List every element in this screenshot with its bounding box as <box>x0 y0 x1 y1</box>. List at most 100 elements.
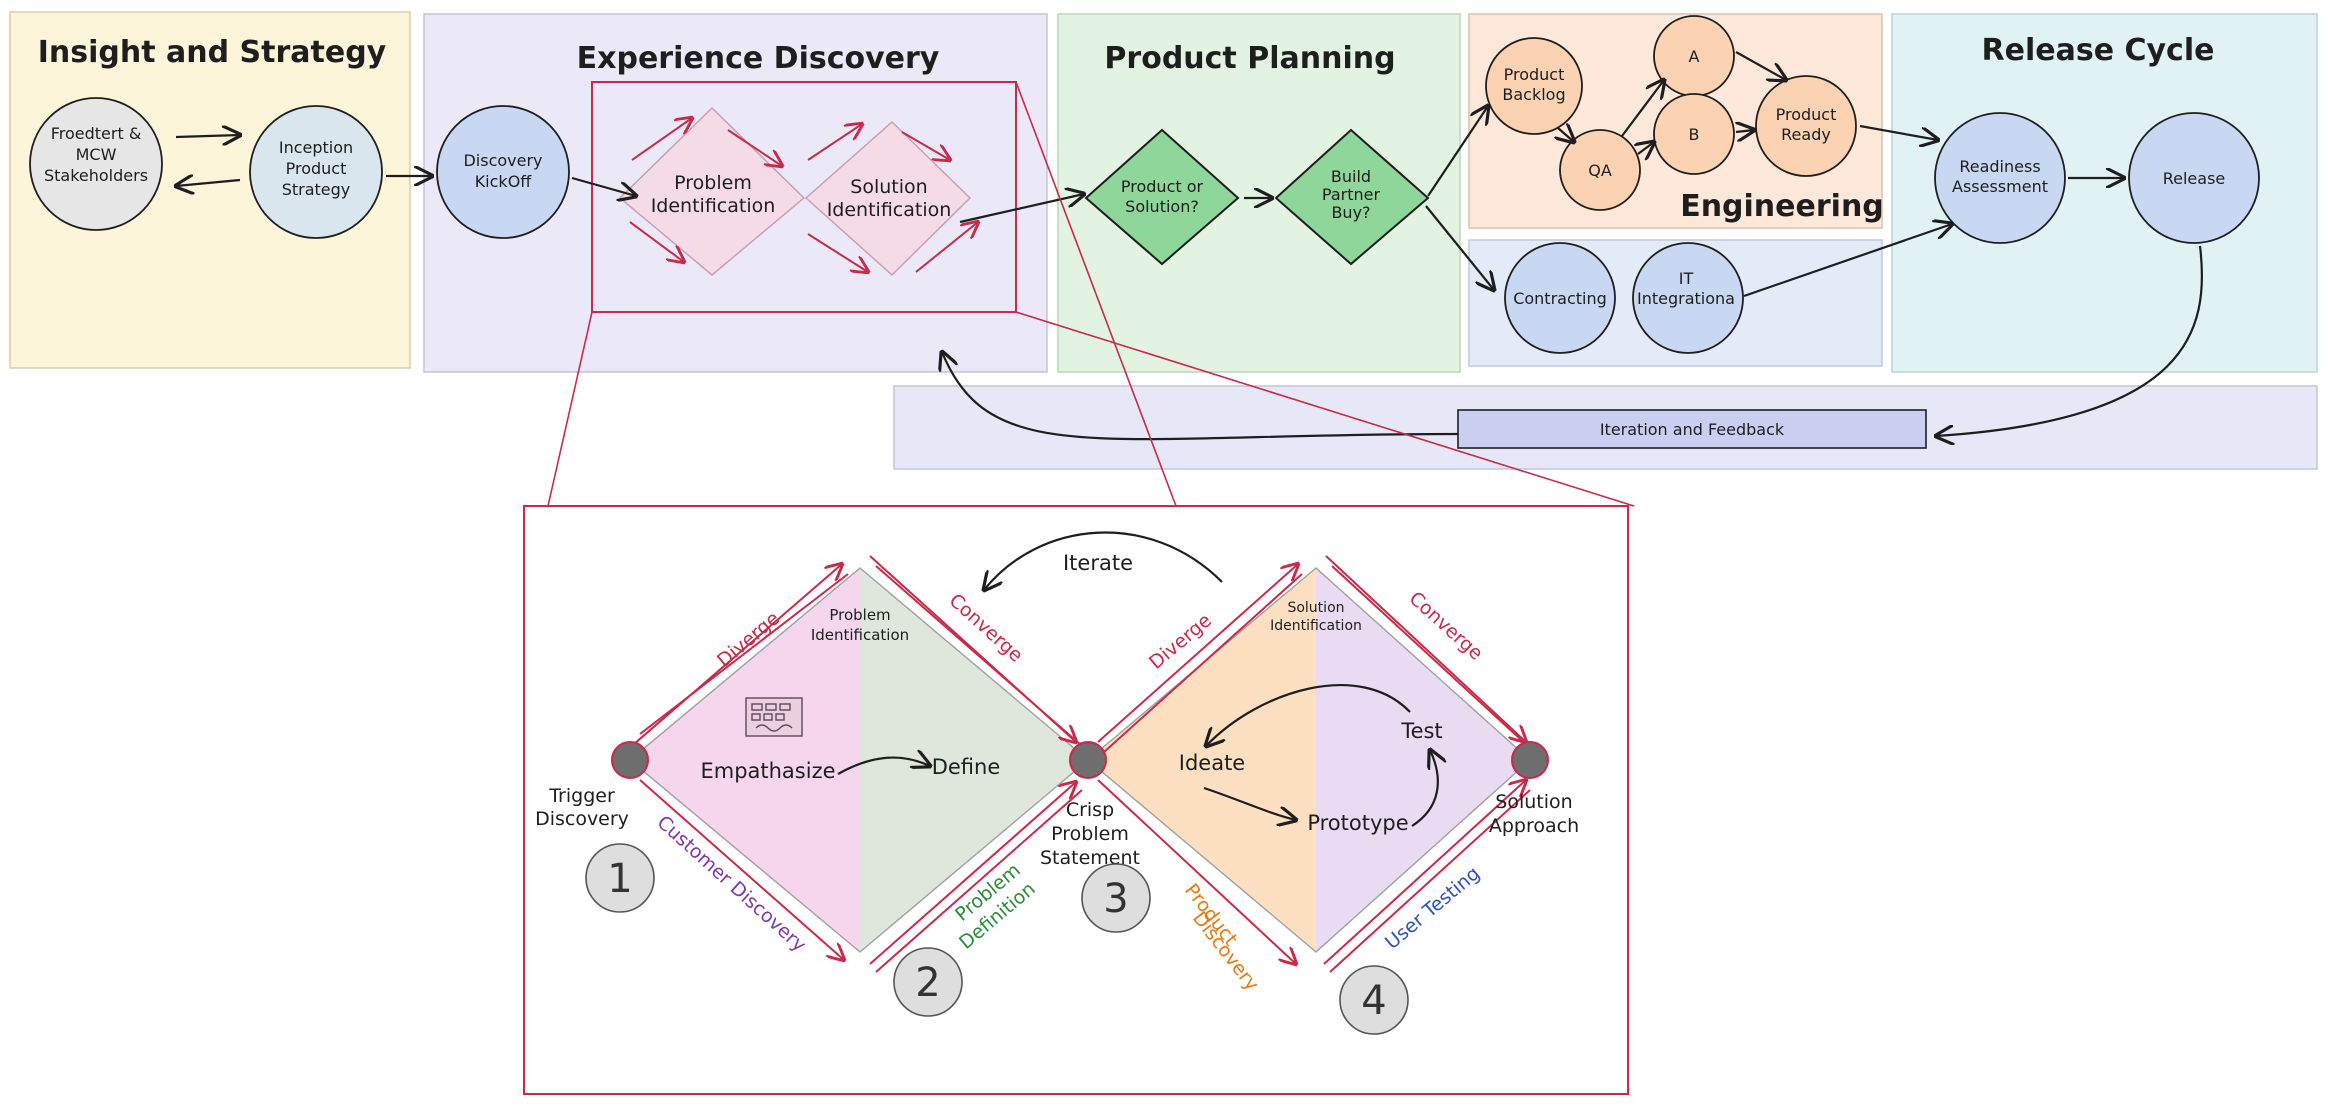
storyboard-icon <box>745 697 803 737</box>
step-1-circle <box>585 843 655 913</box>
problem-id-label-2: Identification <box>651 195 776 217</box>
crisp-problem-dot <box>1069 741 1107 779</box>
trigger-discovery-2: Discovery <box>535 808 629 830</box>
arrow-bpb-backlog <box>1427 106 1488 197</box>
product-or-solution-diamond[interactable] <box>1084 128 1240 266</box>
step-2-circle <box>893 947 963 1017</box>
inception-label-3: Strategy <box>282 180 351 199</box>
contracting-node[interactable] <box>1504 242 1616 354</box>
step-3-label: 3 <box>1103 876 1128 922</box>
kickoff-label-2: KickOff <box>475 172 533 191</box>
problem-diamond-left-half <box>630 568 860 952</box>
arrow-b-ready <box>1736 130 1754 132</box>
readiness-label-2: Assessment <box>1952 177 2048 196</box>
trigger-discovery-1: Trigger <box>548 785 615 807</box>
solution-diamond-right-half <box>1316 568 1530 952</box>
solution-approach-1: Solution <box>1495 791 1572 813</box>
iterate-arrow <box>984 531 1223 590</box>
arrow-it-readiness <box>1743 224 1952 298</box>
contracting-label: Contracting <box>1513 289 1607 308</box>
planning-title: Product Planning <box>1104 41 1395 76</box>
solution-diamond-outline <box>1086 567 1532 953</box>
detail-solution-id-1: Solution <box>1287 600 1344 616</box>
solution-approach-dot <box>1511 741 1549 779</box>
solution-diamond-left-half <box>1088 568 1316 952</box>
arrow-backlog-qa <box>1558 128 1574 142</box>
qa-label: QA <box>1588 161 1612 180</box>
test-label: Test <box>1400 719 1442 743</box>
discovery-highlight-box <box>591 81 1017 313</box>
step-4-label: 4 <box>1361 978 1386 1024</box>
b-label: B <box>1689 125 1700 144</box>
problem-diamond-right-half <box>860 568 1088 952</box>
prototype-label: Prototype <box>1307 811 1408 835</box>
product-backlog-node[interactable] <box>1485 37 1583 135</box>
step-1-label: 1 <box>607 856 632 902</box>
define-label: Define <box>932 755 1001 779</box>
problem-diamond-outline <box>628 567 1090 953</box>
it-integration-node[interactable] <box>1632 242 1744 354</box>
arrow-empathasize-define <box>837 758 930 775</box>
insight-title: Insight and Strategy <box>38 35 387 70</box>
zoom-connector-lines <box>547 81 1635 507</box>
detail-solution-id-2: Identification <box>1270 618 1362 634</box>
arrow-test-ideate <box>1206 684 1411 746</box>
detail-problem-id-1: Problem <box>829 606 890 624</box>
arrow-qa-b <box>1638 142 1654 154</box>
inception-node[interactable] <box>249 105 383 239</box>
release-node[interactable] <box>2128 112 2260 244</box>
inception-label-2: Product <box>286 159 347 178</box>
arrow-bpb-contracting <box>1425 205 1494 290</box>
readiness-node[interactable] <box>1934 112 2066 244</box>
arrow-ready-readiness <box>1859 124 1938 140</box>
arrow-prototype-test <box>1411 750 1438 827</box>
trigger-discovery-dot <box>611 741 649 779</box>
arrow-a-ready <box>1735 51 1786 80</box>
stakeholders-node[interactable] <box>29 97 163 231</box>
it-integration-label-1: IT <box>1679 269 1694 288</box>
arrow-inception-stakeholders <box>176 180 241 186</box>
product-backlog-label-1: Product <box>1504 65 1565 84</box>
qa-node[interactable] <box>1559 129 1641 211</box>
stakeholders-label-1: Froedtert & <box>51 124 142 143</box>
release-label: Release <box>2163 169 2226 188</box>
step-4-circle <box>1339 965 1409 1035</box>
crisp-problem-1: Crisp <box>1066 799 1114 821</box>
kickoff-label-1: Discovery <box>463 151 542 170</box>
problem-id-label-1: Problem <box>674 172 752 194</box>
arrow-stakeholders-inception <box>175 135 240 137</box>
build-partner-buy-label-3: Buy? <box>1331 203 1370 222</box>
a-label: A <box>1689 47 1700 66</box>
build-partner-buy-diamond[interactable] <box>1274 128 1430 266</box>
arrow-kickoff-problem <box>571 176 636 196</box>
discovery-red-arrows <box>629 118 978 272</box>
product-or-solution-label-1: Product or <box>1121 177 1204 196</box>
step-2-label: 2 <box>915 960 940 1006</box>
it-integration-label-2: Integrationa <box>1637 289 1735 308</box>
product-ready-label-1: Product <box>1776 105 1837 124</box>
iteration-feedback-label: Iteration and Feedback <box>1600 420 1785 439</box>
step-3-circle <box>1081 863 1151 933</box>
solution-id-label-1: Solution <box>850 176 927 198</box>
product-backlog-label-2: Backlog <box>1502 85 1565 104</box>
iteration-feedback-box[interactable] <box>1457 409 1927 449</box>
iterate-label: Iterate <box>1063 551 1133 575</box>
empathasize-label: Empathasize <box>700 759 835 783</box>
readiness-label-1: Readiness <box>1959 157 2040 176</box>
stakeholders-label-2: MCW <box>76 145 117 164</box>
detail-problem-id-2: Identification <box>811 626 909 644</box>
product-ready-label-2: Ready <box>1781 125 1831 144</box>
arrow-solution-planning <box>959 194 1084 224</box>
arrow-ideate-prototype <box>1203 786 1296 820</box>
b-node[interactable] <box>1653 93 1735 175</box>
arrow-iteration-experience <box>942 352 1459 441</box>
inception-label-1: Inception <box>279 138 353 157</box>
arrow-release-iteration <box>1936 245 2203 436</box>
release-title: Release Cycle <box>1982 33 2215 68</box>
kickoff-node[interactable] <box>436 105 570 239</box>
detail-red-edges <box>633 555 1531 973</box>
solution-id-diamond[interactable] <box>804 120 972 277</box>
engineering-title: Engineering <box>1680 189 1884 224</box>
